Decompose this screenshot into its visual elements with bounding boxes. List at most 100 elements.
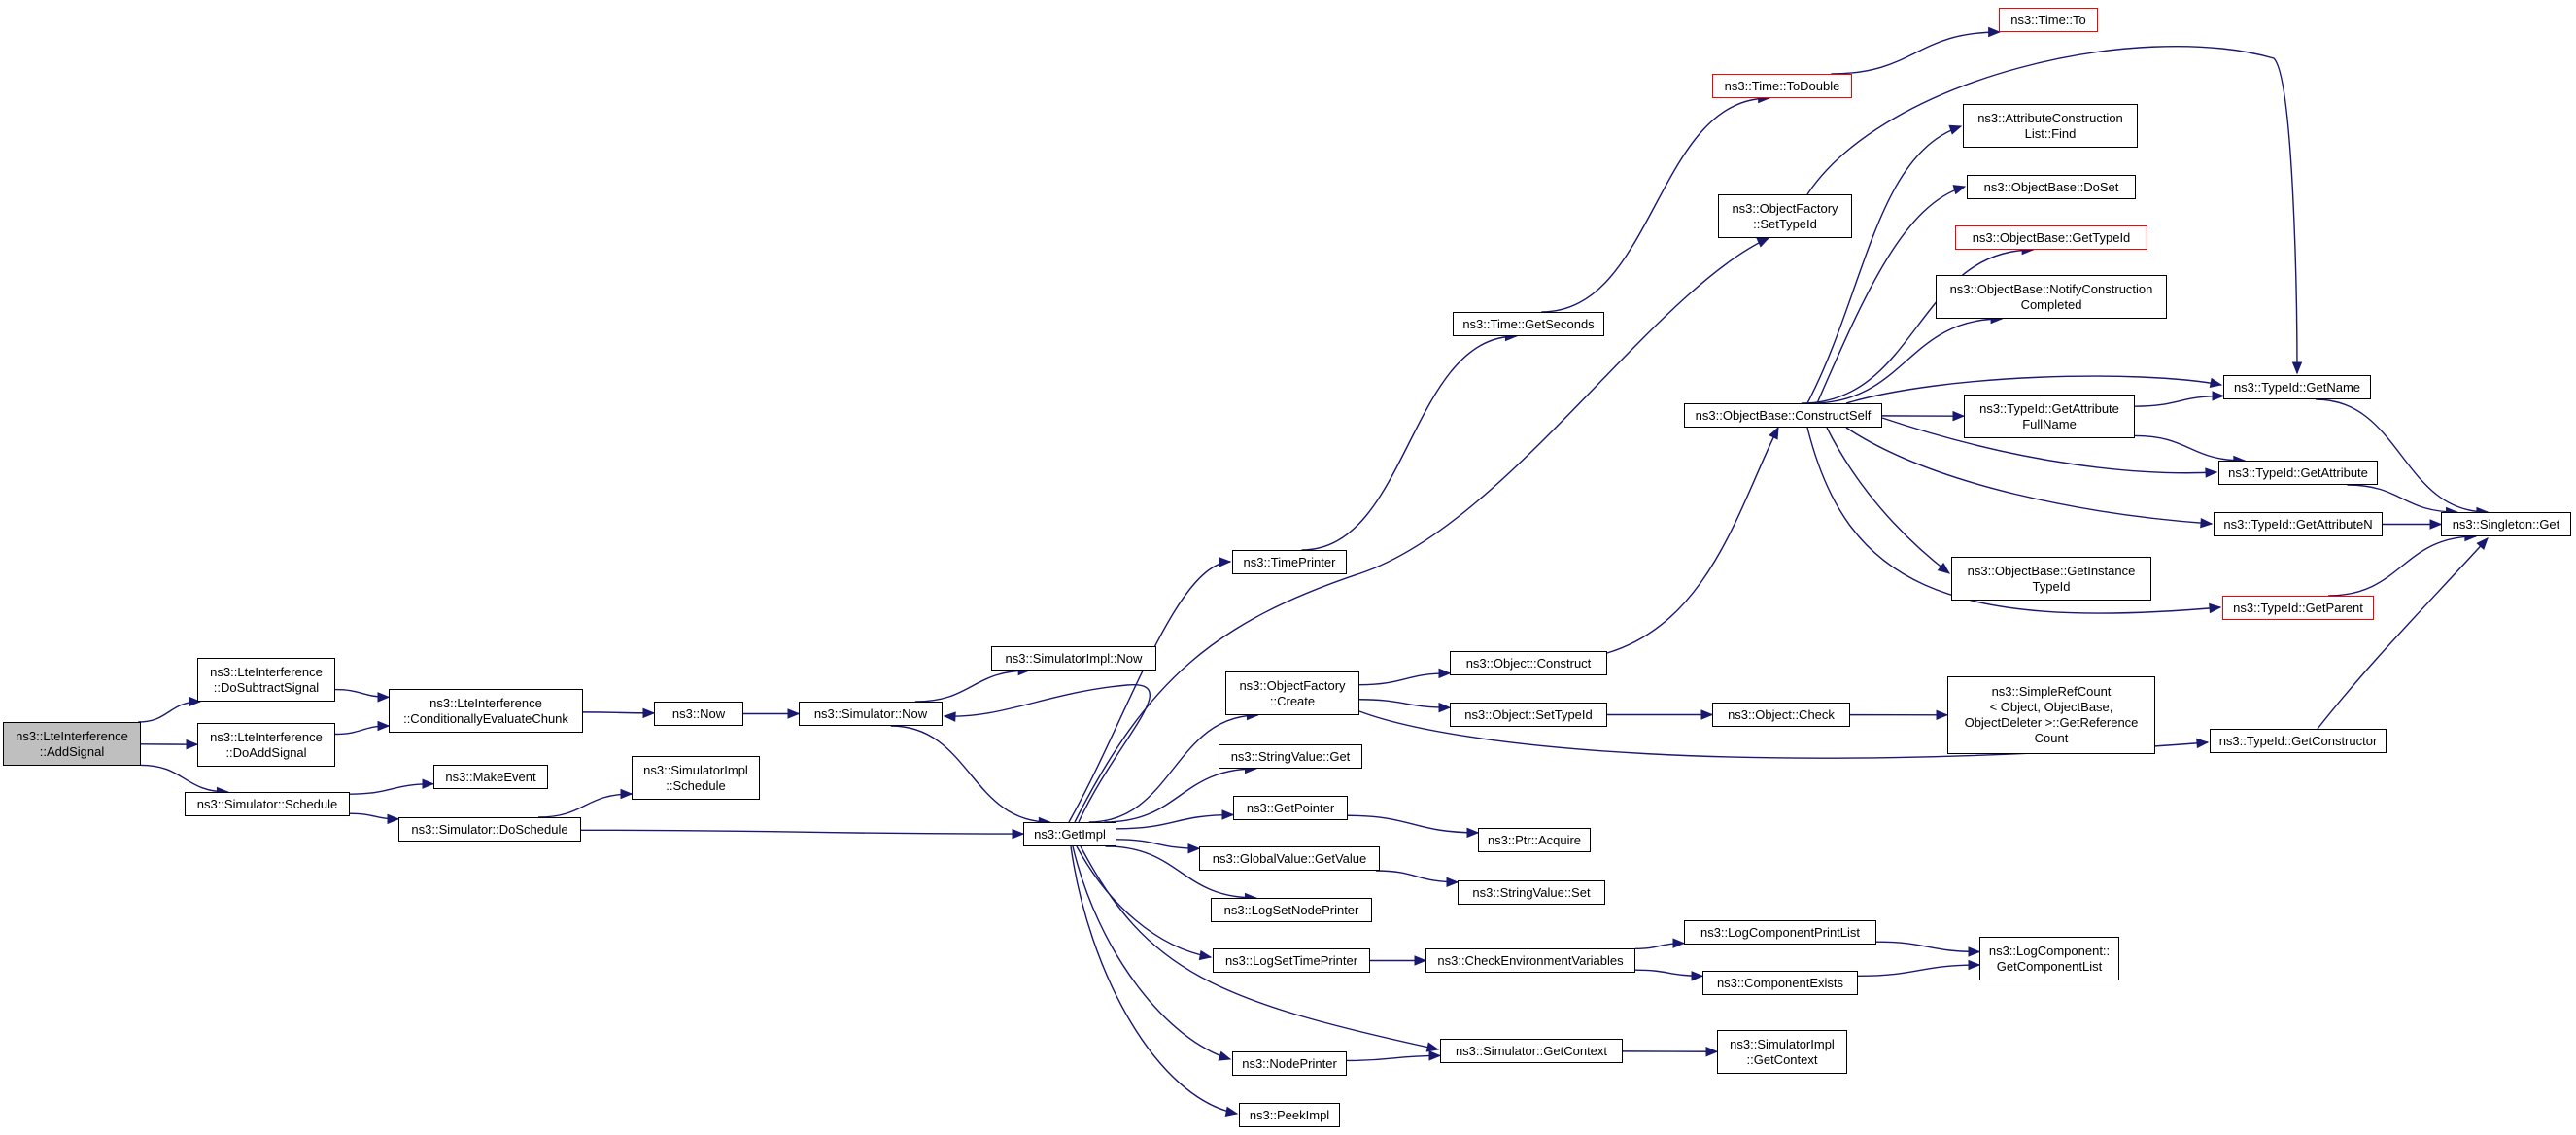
node-label-line: FullName (2022, 416, 2077, 431)
node-label-line: ns3::TypeId::GetConstructor (2218, 733, 2378, 748)
node-objfactsettype[interactable]: ns3::ObjectFactory::SetTypeId (1718, 194, 1852, 238)
edge-dosub-to-condeval (334, 688, 391, 703)
edge-constructself-to-getinstance (1826, 427, 1951, 574)
node-condeval[interactable]: ns3::LteInterference::ConditionallyEvalu… (389, 689, 583, 733)
node-label-line: ns3::GetPointer (1246, 800, 1335, 815)
node-constructself[interactable]: ns3::ObjectBase::ConstructSelf (1684, 403, 1882, 428)
node-objcheck[interactable]: ns3::Object::Check (1712, 703, 1850, 727)
node-label-line: Count (2034, 731, 2069, 745)
edge-getimpl-to-globalvalue (1116, 839, 1201, 854)
node-dosub[interactable]: ns3::LteInterference::DoSubtractSignal (197, 658, 335, 702)
node-label-line: ::GetContext (1746, 1051, 1818, 1067)
node-label-line: ns3::GetImpl (1034, 826, 1106, 842)
node-label-line: ns3::ComponentExists (1716, 975, 1844, 990)
node-label-line: ns3::SimulatorImpl (643, 762, 748, 777)
edge-todouble-to-timeto (1831, 26, 2001, 75)
edge-checkenv-to-compexists (1634, 969, 1704, 981)
node-objsettype[interactable]: ns3::Object::SetTypeId (1450, 703, 1607, 727)
edge-constructself-to-getattribute (1881, 417, 2218, 478)
edge-objfactcreate-to-objsettype (1358, 699, 1452, 713)
node-logcompprint[interactable]: ns3::LogComponentPrintList (1684, 920, 1876, 945)
node-strvalget[interactable]: ns3::StringValue::Get (1219, 744, 1362, 769)
node-globalvalue[interactable]: ns3::GlobalValue::GetValue (1199, 846, 1380, 871)
node-nodeprinter[interactable]: ns3::NodePrinter (1232, 1051, 1347, 1076)
edge-objfactcreate-to-objconstruct (1358, 668, 1452, 686)
node-label-line: < Object, ObjectBase, (1989, 700, 2113, 714)
node-label-line: ns3::LteInterference (429, 695, 542, 710)
node-logsetnode[interactable]: ns3::LogSetNodePrinter (1211, 898, 1372, 922)
node-simimplsched[interactable]: ns3::SimulatorImpl::Schedule (632, 756, 760, 800)
node-doadd[interactable]: ns3::LteInterference::DoAddSignal (197, 723, 335, 767)
node-doset[interactable]: ns3::ObjectBase::DoSet (1967, 175, 2136, 199)
edge-dosched-to-simimplsched (537, 788, 634, 818)
edge-objsettype-to-objcheck (1606, 709, 1714, 720)
edge-sched-to-makeevent (349, 778, 435, 795)
node-label-line: ns3::SimpleRefCount (1991, 684, 2112, 699)
node-obgettypeid[interactable]: ns3::ObjectBase::GetTypeId (1955, 225, 2147, 250)
node-label-line: ns3::Simulator::GetContext (1455, 1043, 1608, 1058)
node-compexists[interactable]: ns3::ComponentExists (1702, 971, 1858, 995)
node-label-line: ns3::SimulatorImpl (1730, 1036, 1835, 1051)
node-getattributen[interactable]: ns3::TypeId::GetAttributeN (2214, 512, 2383, 536)
node-timeprinter[interactable]: ns3::TimePrinter (1232, 550, 1347, 574)
node-label-line: ns3::Simulator::DoSchedule (411, 821, 568, 837)
node-simplerefcount[interactable]: ns3::SimpleRefCount< Object, ObjectBase,… (1947, 676, 2155, 754)
node-label-line: ns3::Simulator::Schedule (196, 796, 338, 811)
node-label-line: ns3::LteInterference (210, 664, 323, 679)
edge-logsettime-to-checkenv (1369, 955, 1427, 966)
node-simimplgetctx[interactable]: ns3::SimulatorImpl::GetContext (1717, 1030, 1847, 1074)
node-getseconds[interactable]: ns3::Time::GetSeconds (1453, 312, 1604, 336)
node-getconstructor[interactable]: ns3::TypeId::GetConstructor (2210, 729, 2387, 753)
node-strvalset[interactable]: ns3::StringValue::Set (1458, 880, 1605, 905)
edge-globalvalue-to-strvalset (1375, 870, 1460, 888)
node-simgetctx[interactable]: ns3::Simulator::GetContext (1440, 1039, 1623, 1063)
node-label-line: ns3::LteInterference (210, 729, 323, 744)
node-label-line: ns3::LteInterference (16, 728, 128, 743)
edge-simgetctx-to-simimplgetctx (1622, 1046, 1719, 1057)
node-getimpl[interactable]: ns3::GetImpl (1023, 822, 1116, 846)
node-label-line: ns3::ObjectFactory (1732, 200, 1838, 216)
node-getparent[interactable]: ns3::TypeId::GetParent (2222, 596, 2374, 620)
node-peekimpl[interactable]: ns3::PeekImpl (1239, 1103, 1340, 1127)
node-label-line: ns3::ObjectBase::DoSet (1983, 179, 2119, 194)
node-label-line: List::Find (2024, 125, 2077, 141)
node-now[interactable]: ns3::Now (654, 702, 743, 726)
edge-sched-to-dosched (349, 812, 400, 825)
edge-constructself-to-gettypename (1845, 375, 2223, 404)
node-label-line: ns3::LogComponentPrintList (1700, 924, 1861, 940)
node-label-line: ns3::ObjectBase::GetTypeId (1972, 229, 2131, 245)
node-label-line: ObjectDeleter >::GetReference (1964, 715, 2139, 730)
edge-dosched-to-getimpl (580, 828, 1025, 840)
node-simimplnow[interactable]: ns3::SimulatorImpl::Now (991, 646, 1156, 671)
node-checkenv[interactable]: ns3::CheckEnvironmentVariables (1425, 948, 1635, 973)
node-logsettime[interactable]: ns3::LogSetTimePrinter (1213, 948, 1370, 973)
node-sched[interactable]: ns3::Simulator::Schedule (185, 792, 350, 816)
node-gettypename[interactable]: ns3::TypeId::GetName (2223, 375, 2371, 399)
edge-root-to-dosub (138, 696, 202, 723)
node-timeto[interactable]: ns3::Time::To (1999, 8, 2098, 32)
edge-getimpl-to-simgetctx (1080, 845, 1440, 1052)
edge-doadd-to-condeval (334, 720, 391, 736)
node-label-line: Completed (2020, 296, 2082, 312)
node-singletonget[interactable]: ns3::Singleton::Get (2441, 512, 2571, 536)
edge-constructself-to-attrconstr (1806, 124, 1963, 404)
node-getattribute[interactable]: ns3::TypeId::GetAttribute (2218, 461, 2378, 485)
node-objconstruct[interactable]: ns3::Object::Construct (1450, 651, 1607, 675)
node-simnow[interactable]: ns3::Simulator::Now (799, 702, 943, 726)
node-label-line: ns3::Time::ToDouble (1724, 78, 1840, 93)
edge-constructself-to-getattrfull (1881, 410, 1966, 422)
node-ptracquire[interactable]: ns3::Ptr::Acquire (1478, 828, 1591, 852)
node-logcompget[interactable]: ns3::LogComponent::GetComponentList (1979, 937, 2119, 980)
node-root: ns3::LteInterference::AddSignal (3, 722, 141, 766)
edge-getparent-to-singletonget (2328, 531, 2478, 597)
node-dosched[interactable]: ns3::Simulator::DoSchedule (398, 817, 581, 842)
node-todouble[interactable]: ns3::Time::ToDouble (1712, 74, 1852, 98)
node-objfactcreate[interactable]: ns3::ObjectFactory::Create (1225, 671, 1359, 715)
edge-getpointer-to-ptracquire (1347, 814, 1480, 839)
node-makeevent[interactable]: ns3::MakeEvent (433, 765, 548, 789)
node-getpointer[interactable]: ns3::GetPointer (1233, 796, 1348, 820)
